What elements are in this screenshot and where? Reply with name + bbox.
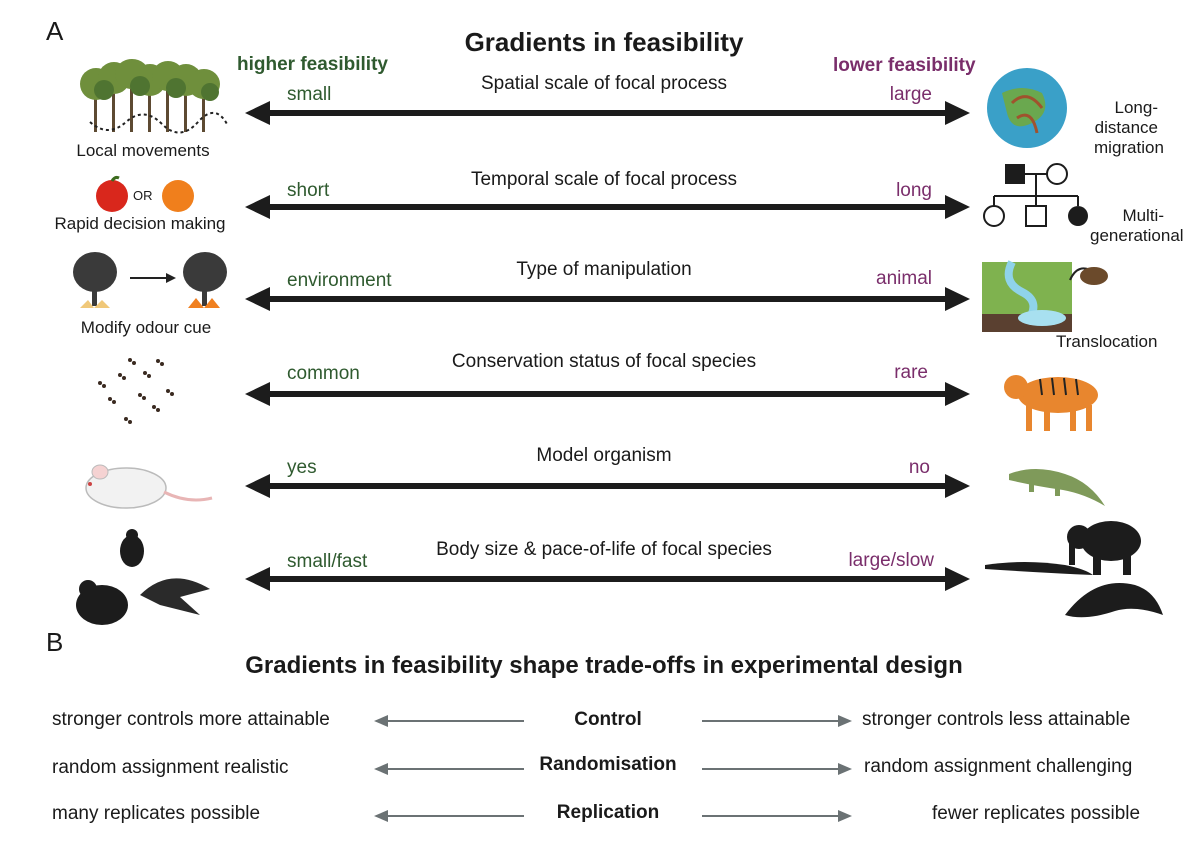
- label-small: small: [287, 84, 332, 105]
- control-left-text: stronger controls more attainable: [52, 709, 330, 730]
- label-no: no: [908, 457, 930, 478]
- label-large: large: [889, 84, 932, 105]
- double-arrow-model-organism: [245, 474, 970, 498]
- apple-icon: [96, 175, 128, 212]
- label-large-slow: large/slow: [848, 550, 934, 571]
- large-animals-silhouettes: [985, 521, 1163, 618]
- label-small-fast: small/fast: [287, 551, 368, 572]
- row-title-spatial-scale: Spatial scale of focal process: [480, 73, 728, 94]
- double-arrow-temporal: [245, 195, 970, 219]
- row-title-body-size: Body size & pace-of-life of focal specie…: [436, 539, 772, 560]
- or-label: OR: [133, 188, 153, 203]
- arrow-right-randomisation: [702, 763, 852, 775]
- arrow-right-control: [702, 715, 852, 727]
- caption-translocation: Translocation: [1056, 332, 1158, 351]
- panel-b-title: Gradients in feasibility shape trade-off…: [245, 652, 963, 679]
- label-rare: rare: [894, 362, 928, 383]
- orange-icon: [162, 180, 194, 212]
- higher-feasibility-header: higher feasibility: [237, 54, 388, 75]
- mouse-illustration: [85, 464, 213, 509]
- arrow-left-randomisation: [374, 763, 524, 775]
- panel-b-letter: B: [46, 627, 64, 657]
- row-title-manipulation: Type of manipulation: [516, 259, 692, 280]
- label-common: common: [287, 363, 360, 384]
- replication-label: Replication: [556, 802, 660, 823]
- double-arrow-manipulation: [245, 287, 970, 311]
- lower-feasibility-header: lower feasibility: [833, 55, 976, 76]
- row-title-conservation: Conservation status of focal species: [451, 351, 757, 372]
- ants-illustration: [98, 358, 174, 424]
- double-arrow-spatial: [245, 101, 970, 125]
- pedigree-illustration: [983, 163, 1088, 227]
- replication-right-text: fewer replicates possible: [932, 803, 1141, 824]
- replication-left-text: many replicates possible: [52, 803, 261, 824]
- label-short: short: [287, 180, 330, 201]
- row-title-temporal-scale: Temporal scale of focal process: [470, 169, 738, 190]
- randomisation-left-text: random assignment realistic: [52, 757, 289, 778]
- arrow-left-control: [374, 715, 524, 727]
- label-yes: yes: [287, 457, 317, 478]
- double-arrow-conservation: [245, 382, 970, 406]
- control-right-text: stronger controls less attainable: [862, 709, 1131, 730]
- tiger-illustration: [1004, 375, 1098, 431]
- caption-multi-generational: Multi- generational: [1090, 206, 1184, 245]
- caption-local-movements: Local movements: [76, 141, 210, 160]
- small-animals-silhouettes: [76, 529, 210, 625]
- caption-modify-odour: Modify odour cue: [80, 318, 212, 337]
- randomisation-right-text: random assignment challenging: [864, 756, 1133, 777]
- double-arrow-body-size: [245, 567, 970, 591]
- label-long: long: [896, 180, 932, 201]
- panel-a-letter: A: [46, 16, 64, 46]
- randomisation-label: Randomisation: [539, 754, 677, 775]
- label-animal: animal: [876, 268, 932, 289]
- arrow-right-replication: [702, 810, 852, 822]
- control-label: Control: [574, 709, 642, 730]
- globe-illustration: [987, 68, 1067, 148]
- lizard-illustration: [1009, 469, 1105, 506]
- odour-trees-illustration: [73, 252, 227, 308]
- panel-a-title: Gradients in feasibility: [464, 27, 744, 57]
- caption-long-distance-migration: Long- distance migration: [1094, 98, 1164, 157]
- caption-rapid-decision: Rapid decision making: [54, 214, 226, 233]
- row-title-model-organism: Model organism: [536, 445, 672, 466]
- forest-illustration: [80, 59, 229, 134]
- label-environment: environment: [287, 270, 392, 291]
- arrow-left-replication: [374, 810, 524, 822]
- translocation-illustration: [982, 260, 1108, 332]
